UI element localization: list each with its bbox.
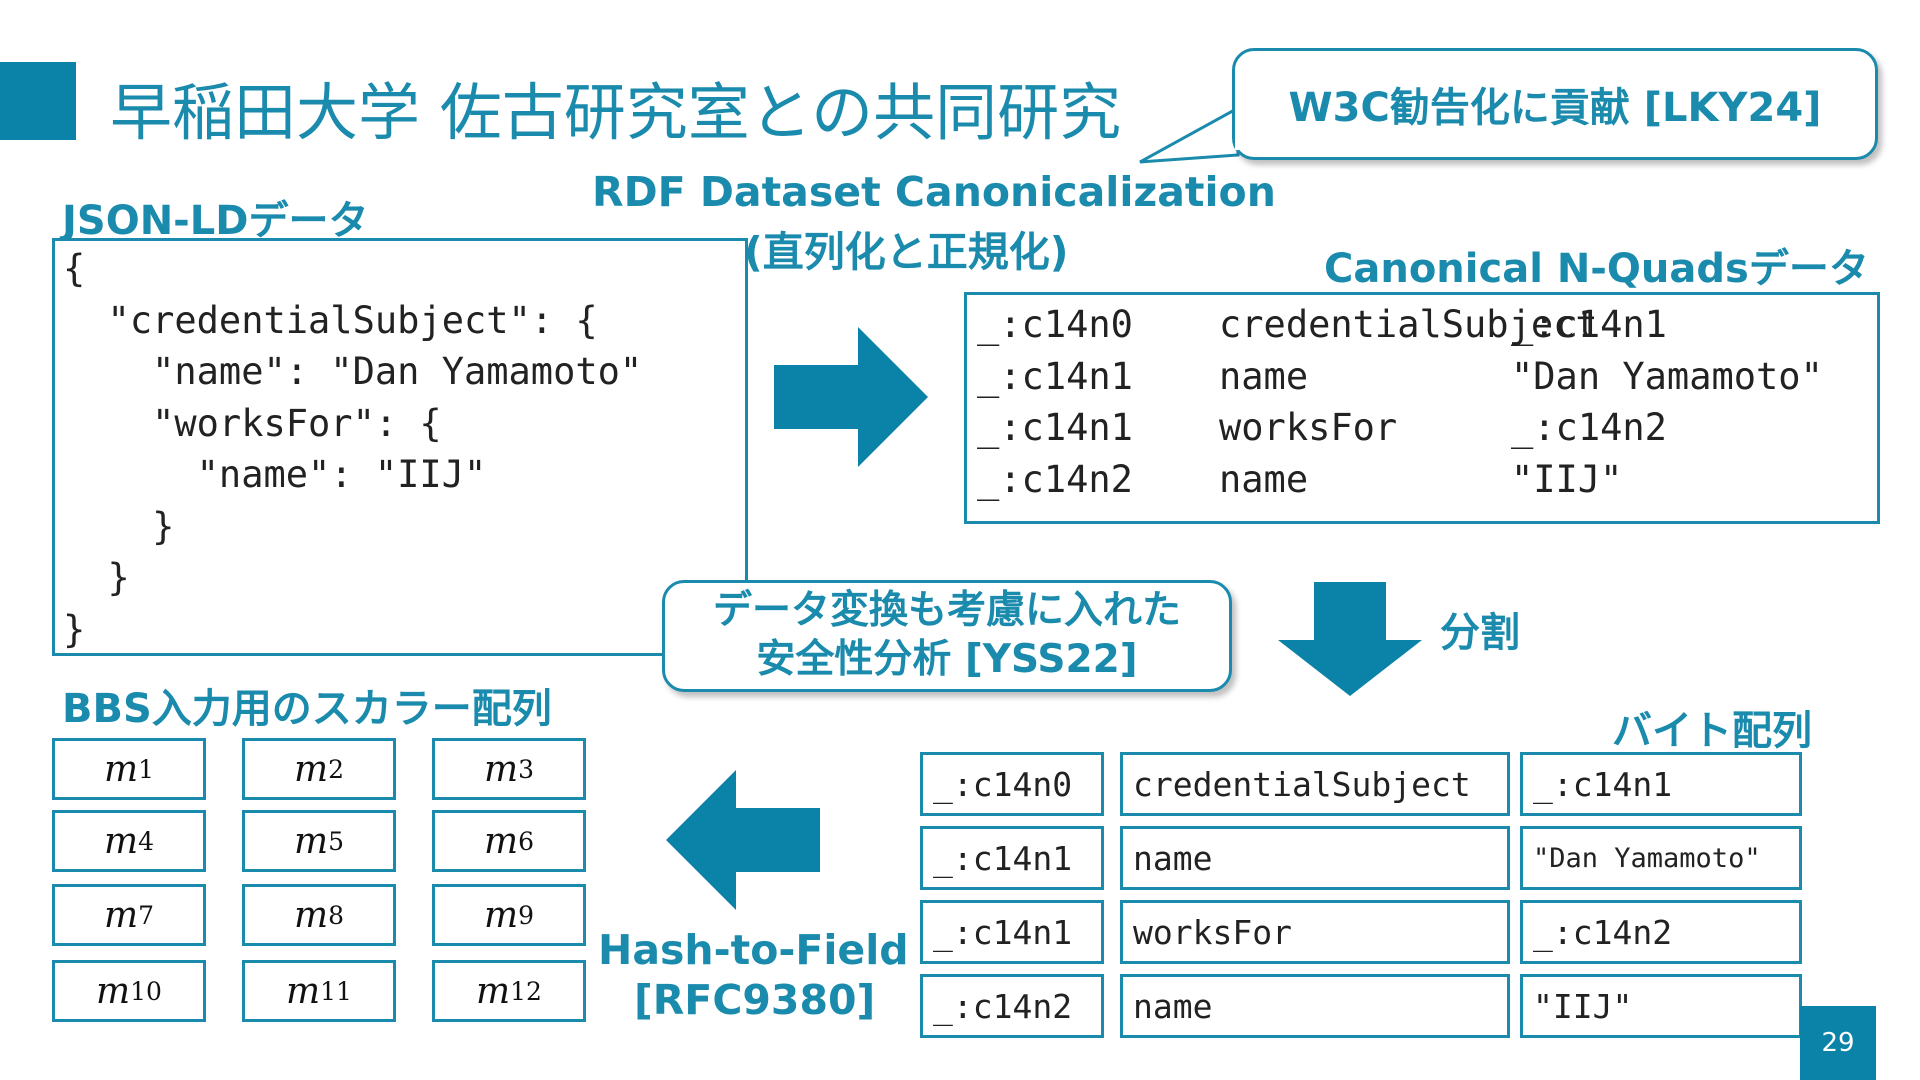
scalar-subscript: 3: [518, 754, 535, 784]
nquads-cell: _:c14n1: [977, 354, 1133, 398]
scalar-base: m: [96, 970, 131, 1012]
scalar-base: m: [293, 820, 329, 862]
scalar-subscript: 4: [138, 826, 155, 856]
nquads-cell: name: [1219, 457, 1309, 501]
byte-array-label: バイト配列: [1612, 708, 1812, 754]
jsonld-label: JSON-LDデータ: [62, 198, 369, 244]
page-number-badge: 29: [1800, 1006, 1876, 1080]
byte-cell: _:c14n2: [920, 974, 1104, 1038]
nquads-label: Canonical N-Quadsデータ: [1324, 246, 1869, 292]
scalar-base: m: [293, 748, 329, 790]
nquads-cell: _:c14n1: [1511, 303, 1667, 346]
scalar-base: m: [483, 894, 519, 936]
hash-to-field-label-line2: [RFC9380]: [634, 976, 876, 1024]
canonicalize-arrow-icon: [774, 327, 928, 467]
nquads-cell: "Dan Yamamoto": [1511, 354, 1823, 398]
jsonld-box: { "credentialSubject": { "name": "Dan Ya…: [52, 238, 748, 656]
title-accent-block: [0, 62, 76, 140]
nquads-cell: _:c14n1: [977, 406, 1133, 449]
byte-cell: _:c14n1: [920, 826, 1104, 890]
hash-to-field-label-line1: Hash-to-Field: [598, 926, 909, 974]
nquads-cell: name: [1219, 354, 1309, 398]
scalar-base: m: [293, 894, 329, 936]
byte-cell: worksFor: [1120, 900, 1510, 964]
byte-cell: name: [1120, 826, 1510, 890]
scalar-subscript: 5: [328, 826, 345, 856]
scalar-subscript: 7: [138, 900, 155, 930]
scalar-subscript: 2: [328, 754, 345, 784]
page-number: 29: [1821, 1028, 1855, 1058]
jsonld-code-line: {: [63, 247, 86, 290]
byte-cell: credentialSubject: [1120, 752, 1510, 816]
scalar-subscript: 8: [328, 900, 345, 930]
nquads-cell: "IIJ": [1511, 457, 1623, 501]
jsonld-code-line: }: [63, 556, 130, 599]
analysis-callout: データ変換も考慮に入れた 安全性分析 [YSS22]: [662, 580, 1232, 692]
scalar-subscript: 1: [138, 754, 155, 784]
scalar-subscript: 11: [320, 976, 352, 1006]
analysis-callout-line1: データ変換も考慮に入れた: [712, 588, 1181, 634]
scalar-base: m: [483, 820, 519, 862]
byte-cell: name: [1120, 974, 1510, 1038]
w3c-callout-text: W3C勧告化に貢献 [LKY24]: [1288, 85, 1822, 131]
w3c-callout: W3C勧告化に貢献 [LKY24]: [1232, 48, 1878, 160]
nquads-cell: _:c14n2: [1511, 406, 1667, 449]
nquads-cell: _:c14n2: [977, 457, 1133, 501]
jsonld-code-line: "worksFor": {: [63, 401, 442, 445]
bbs-scalars-label: BBS入力用のスカラー配列: [62, 686, 552, 732]
nquads-cell: _:c14n0: [977, 303, 1133, 346]
rdfc-label-line1: RDF Dataset Canonicalization: [592, 168, 1276, 216]
scalar-base: m: [483, 748, 519, 790]
hash-to-field-arrow-icon: [666, 770, 820, 910]
jsonld-code-line: }: [63, 607, 86, 651]
byte-cell: _:c14n1: [1520, 752, 1802, 816]
scalar-subscript: 10: [130, 976, 162, 1006]
jsonld-code-line: "name": "IIJ": [63, 453, 487, 496]
page-title: 早稲田大学 佐古研究室との共同研究: [110, 76, 1122, 149]
jsonld-code-line: }: [63, 504, 175, 548]
scalar-base: m: [476, 970, 511, 1012]
split-arrow-icon: [1278, 582, 1422, 696]
w3c-pointer-mask: [1235, 110, 1241, 150]
byte-cell: _:c14n2: [1520, 900, 1802, 964]
split-label: 分割: [1440, 610, 1520, 656]
nquads-cell: credentialSubject: [1219, 303, 1598, 346]
byte-cell: _:c14n0: [920, 752, 1104, 816]
scalar-base: m: [103, 748, 139, 790]
nquads-cell: worksFor: [1219, 406, 1398, 449]
rdfc-label-line2: (直列化と正規化): [744, 228, 1069, 276]
jsonld-code-line: "name": "Dan Yamamoto": [63, 350, 643, 393]
scalar-base: m: [103, 820, 139, 862]
scalar-base: m: [286, 970, 321, 1012]
scalar-subscript: 6: [518, 826, 535, 856]
jsonld-code-line: "credentialSubject": {: [63, 298, 598, 342]
byte-cell: "IIJ": [1520, 974, 1802, 1038]
byte-cell: "Dan Yamamoto": [1520, 826, 1802, 890]
analysis-callout-line2: 安全性分析 [YSS22]: [756, 637, 1138, 682]
scalar-subscript: 12: [510, 976, 542, 1006]
byte-cell: _:c14n1: [920, 900, 1104, 964]
scalar-base: m: [103, 894, 139, 936]
scalar-subscript: 9: [518, 900, 535, 930]
